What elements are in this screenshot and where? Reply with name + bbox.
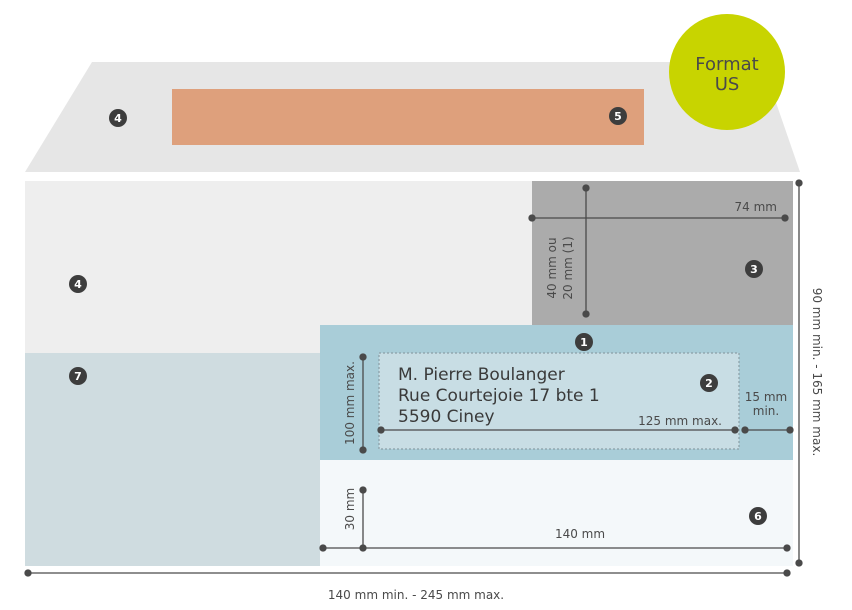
window-zone — [172, 89, 644, 145]
bottom-strip — [320, 460, 793, 566]
marker-address-block: 2 — [700, 374, 718, 392]
svg-text:4: 4 — [114, 112, 122, 125]
label-stamp-height-1: 40 mm ou — [545, 237, 559, 298]
marker-bottom-strip: 6 — [749, 507, 767, 525]
label-right-margin-2: min. — [753, 404, 779, 418]
svg-text:2: 2 — [705, 377, 713, 390]
marker-left-upper: 4 — [69, 275, 87, 293]
badge-line2: US — [715, 74, 740, 95]
marker-flap: 4 — [109, 109, 127, 127]
svg-text:4: 4 — [74, 278, 82, 291]
badge-line1: Format — [695, 54, 758, 75]
address-line-1: M. Pierre Boulanger — [398, 365, 565, 385]
label-envelope-height: 90 mm min. - 165 mm max. — [810, 288, 824, 457]
label-address-width: 125 mm max. — [638, 414, 722, 428]
address-line-3: 5590 Ciney — [398, 407, 495, 427]
marker-left-lower: 7 — [69, 367, 87, 385]
label-address-height: 100 mm max. — [343, 361, 357, 445]
marker-window: 5 — [609, 107, 627, 125]
svg-text:1: 1 — [580, 336, 588, 349]
label-stamp-width: 74 mm — [735, 200, 777, 214]
label-right-margin-1: 15 mm — [745, 390, 787, 404]
marker-address-area: 1 — [575, 333, 593, 351]
label-envelope-width: 140 mm min. - 245 mm max. — [328, 588, 504, 602]
svg-text:3: 3 — [750, 263, 758, 276]
marker-stamp: 3 — [745, 260, 763, 278]
format-us-badge — [669, 14, 785, 130]
address-block — [378, 352, 740, 450]
left-lower-zone — [25, 353, 320, 566]
svg-text:7: 7 — [74, 370, 82, 383]
svg-text:6: 6 — [754, 510, 762, 523]
svg-text:5: 5 — [614, 110, 622, 123]
label-bottom-height: 30 mm — [343, 488, 357, 530]
stamp-zone — [532, 181, 793, 325]
label-bottom-width: 140 mm — [555, 527, 605, 541]
label-stamp-height-2: 20 mm (1) — [561, 236, 575, 299]
address-line-2: Rue Courtejoie 17 bte 1 — [398, 386, 600, 406]
